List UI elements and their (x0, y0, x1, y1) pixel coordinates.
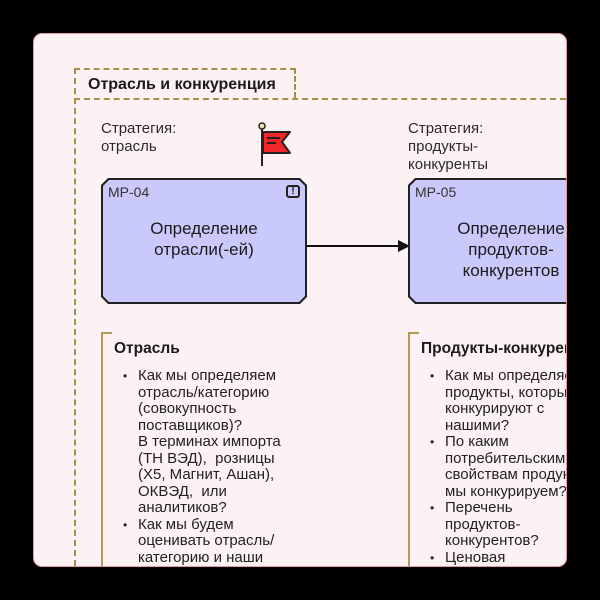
note-title: Продукты-конкуренты (421, 340, 566, 357)
list-item: Ценовая конкуренция (430, 549, 566, 566)
red-flag-icon (258, 122, 291, 166)
group-frame (74, 68, 566, 566)
diagram-canvas: Отрасль и конкуренция Стратегия: отрасль… (33, 33, 567, 567)
process-box-mp05[interactable]: MP-05 Определение продуктов- конкурентов (408, 178, 567, 304)
process-title: Определение продуктов- конкурентов (457, 219, 565, 280)
process-id: MP-04 (108, 184, 150, 200)
note-list: Как мы определяем продукты, которые конк… (430, 367, 566, 566)
group-tab (74, 68, 296, 98)
process-box-mp04[interactable]: MP-04 ! Определение отрасли(-ей) (101, 178, 307, 304)
note-bracket (103, 332, 112, 334)
note-competitor-products: Продукты-конкуренты Как мы определяем пр… (408, 332, 566, 566)
list-item: Как мы будем оценивать отрасль/ категори… (123, 516, 281, 566)
group-divider (74, 98, 566, 100)
process-title: Определение отрасли(-ей) (150, 219, 258, 259)
list-item: По каким потребительским свойствам проду… (430, 433, 566, 500)
connector-arrow (306, 240, 410, 252)
list-item: Как мы определяем продукты, которые конк… (430, 367, 566, 434)
group-title: Отрасль и конкуренция (88, 76, 276, 93)
note-industry: Отрасль Как мы определяем отрасль/катего… (101, 332, 383, 566)
exclamation-icon: ! (286, 185, 300, 198)
note-list: Как мы определяем отрасль/категорию (сов… (123, 367, 281, 566)
note-title: Отрасль (114, 340, 180, 357)
process-id: MP-05 (415, 184, 457, 200)
strategy-label-products: Стратегия: продукты- конкуренты (408, 120, 489, 173)
list-item: Перечень продуктов- конкурентов? (430, 499, 566, 550)
strategy-label-industry: Стратегия: отрасль (101, 120, 177, 155)
list-item: Как мы определяем отрасль/категорию (сов… (123, 367, 281, 517)
note-bracket (410, 332, 419, 334)
